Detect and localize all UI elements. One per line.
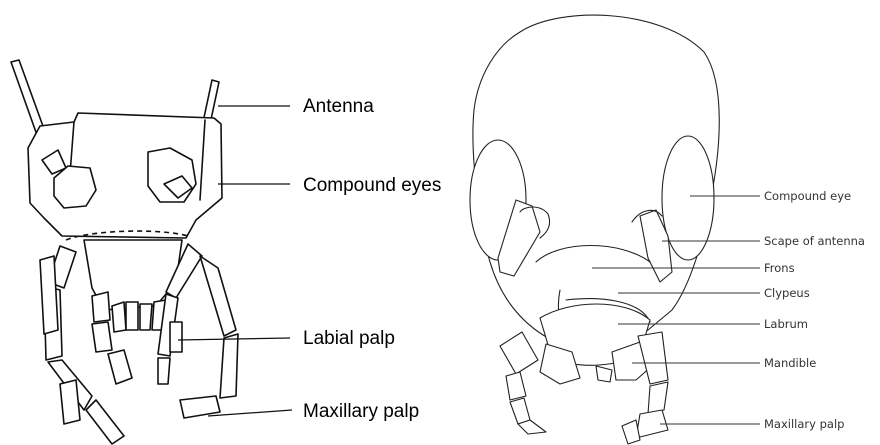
label-frons: Frons <box>764 261 795 275</box>
label-maxillary-palp-right: Maxillary palp <box>764 417 844 431</box>
left-head-figure <box>11 60 238 444</box>
label-antenna: Antenna <box>303 96 374 117</box>
label-labrum: Labrum <box>764 317 808 331</box>
label-maxillary-palp-left: Maxillary palp <box>303 401 419 422</box>
label-scape-of-antenna: Scape of antenna <box>764 234 865 248</box>
right-head-figure <box>470 15 719 444</box>
label-compound-eyes: Compound eyes <box>303 175 441 196</box>
label-compound-eye: Compound eye <box>764 189 851 203</box>
label-labial-palp: Labial palp <box>303 328 395 349</box>
label-mandible: Mandible <box>764 356 816 370</box>
label-clypeus: Clypeus <box>764 286 810 300</box>
